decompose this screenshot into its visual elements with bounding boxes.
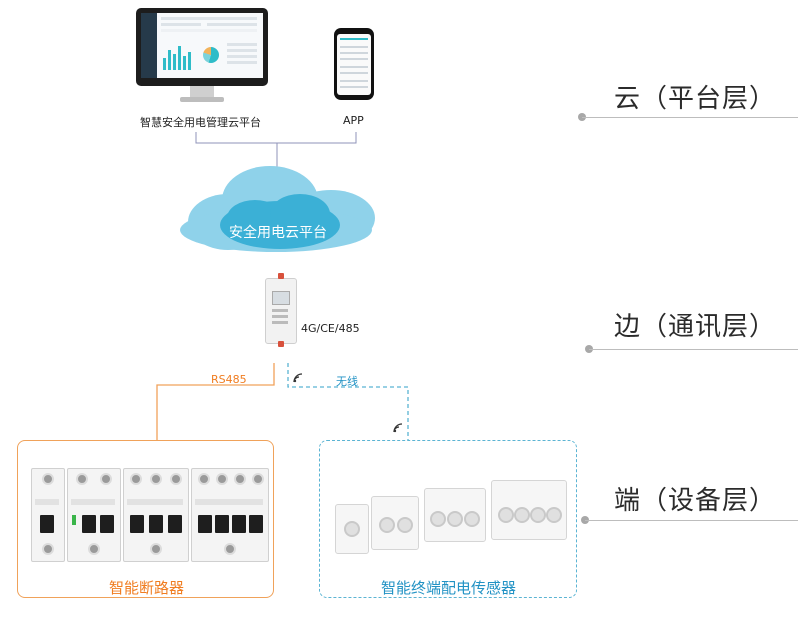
cloud-platform-label: 安全用电云平台 bbox=[229, 225, 327, 241]
layer-label-device: 端（设备层） bbox=[613, 486, 776, 516]
gateway-model-label: 4G/CE/485 bbox=[301, 322, 360, 335]
sensor-small bbox=[335, 504, 369, 554]
sensors-group bbox=[319, 440, 577, 598]
breaker-2p bbox=[67, 468, 121, 562]
monitor-base bbox=[180, 97, 224, 102]
cloud-shape bbox=[180, 166, 375, 252]
breaker-3p bbox=[123, 468, 189, 562]
app-screen bbox=[337, 34, 371, 95]
wifi-icon bbox=[293, 373, 303, 383]
web-platform-caption: 智慧安全用电管理云平台 bbox=[140, 116, 261, 129]
monitor-stand bbox=[190, 86, 214, 98]
web-to-cloud-line bbox=[195, 132, 357, 144]
breakers-group bbox=[17, 440, 274, 598]
layer-divider-device bbox=[585, 520, 798, 521]
gateway-device bbox=[265, 273, 297, 347]
app-caption: APP bbox=[343, 114, 364, 127]
breakers-title: 智能断路器 bbox=[109, 579, 185, 597]
layer-divider-edge bbox=[589, 349, 798, 350]
sensors-title: 智能终端配电传感器 bbox=[381, 579, 517, 597]
layer-label-cloud: 云（平台层） bbox=[613, 84, 776, 114]
web-platform-monitor bbox=[136, 8, 268, 86]
breaker-1p bbox=[31, 468, 65, 562]
layer-divider-cloud bbox=[582, 117, 798, 118]
dashboard-screen bbox=[141, 13, 263, 78]
sensor-four-pole bbox=[491, 480, 567, 540]
rs485-label: RS485 bbox=[211, 373, 247, 386]
wireless-label: 无线 bbox=[336, 375, 358, 388]
sensor-single bbox=[371, 496, 419, 550]
wireless-line bbox=[287, 363, 409, 440]
rs485-line bbox=[156, 363, 275, 440]
layer-label-edge: 边（通讯层） bbox=[613, 312, 776, 342]
wifi-icon bbox=[393, 423, 403, 433]
sensor-three-phase bbox=[424, 488, 486, 542]
mobile-phone bbox=[334, 28, 374, 100]
breaker-4p bbox=[191, 468, 269, 562]
